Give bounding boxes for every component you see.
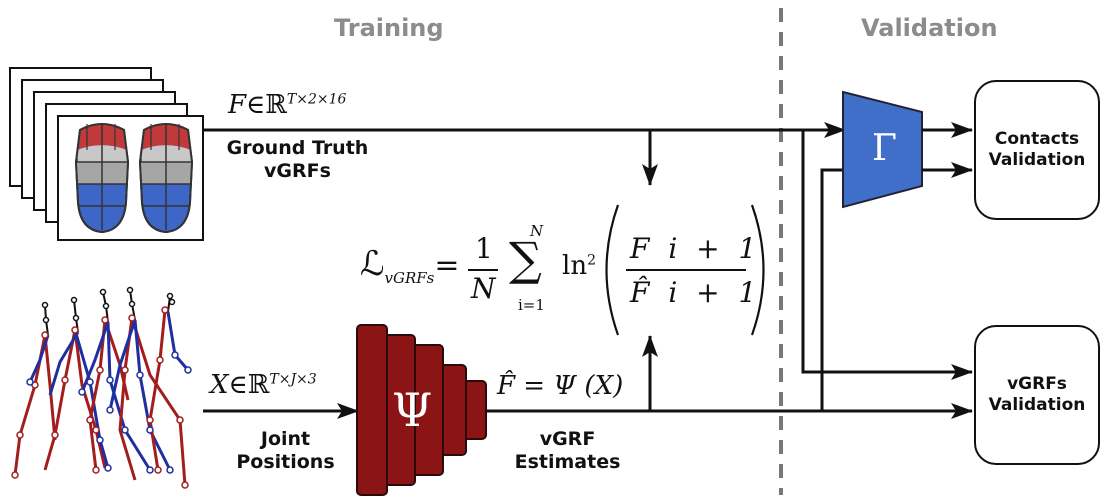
psi-network [356, 324, 487, 496]
sum-upper: N [530, 222, 544, 240]
psi-symbol: Ψ [392, 383, 433, 437]
contacts-validation-box: Contacts Validation [974, 80, 1100, 220]
gamma-network [842, 90, 923, 209]
joint-positions-label: Joint Positions [236, 428, 335, 473]
estimate-branch [820, 168, 845, 411]
gamma-symbol: Γ [872, 128, 897, 169]
ratio-denominator: F̂ i + 1 [630, 276, 757, 309]
ground-truth-branch [801, 130, 973, 380]
sum-symbol: ∑ [509, 232, 542, 286]
ratio-numerator: F i + 1 [630, 232, 757, 265]
ground-truth-label: Ground Truth vGRFs [226, 137, 369, 182]
estimate-equation: F̂ = Ψ (X) [497, 371, 624, 401]
insole-frames-icon [9, 67, 204, 241]
sum-lower: i=1 [518, 296, 545, 314]
training-header: Training [334, 14, 444, 42]
loss-frac-denominator: N [471, 272, 496, 305]
log-label: ln2 [562, 251, 596, 281]
loss-frac-numerator: 1 [475, 232, 493, 265]
validation-header: Validation [861, 14, 998, 42]
loss-lhs: ℒ [360, 244, 385, 284]
vgrfs-validation-box: vGRFs Validation [974, 325, 1100, 465]
vgrf-estimates-label: vGRF Estimates [514, 428, 621, 473]
skeleton-sequence-icon [11, 286, 192, 489]
x-dims: T×J×3 [269, 371, 317, 388]
x-definition: X∈ℝT×J×3 [210, 370, 317, 400]
loss-symbol: ℒvGRFs= [360, 244, 460, 287]
f-definition: F∈ℝT×2×16 [228, 90, 346, 120]
log-power: 2 [587, 252, 596, 269]
log-text: ln [562, 251, 588, 281]
f-space: ∈ℝ [246, 90, 287, 120]
x-space: ∈ℝ [228, 370, 270, 400]
x-symbol: X [210, 370, 229, 400]
f-symbol: F [228, 90, 247, 120]
loss-subscript: vGRFs [384, 268, 435, 287]
f-dims: T×2×16 [286, 91, 347, 108]
